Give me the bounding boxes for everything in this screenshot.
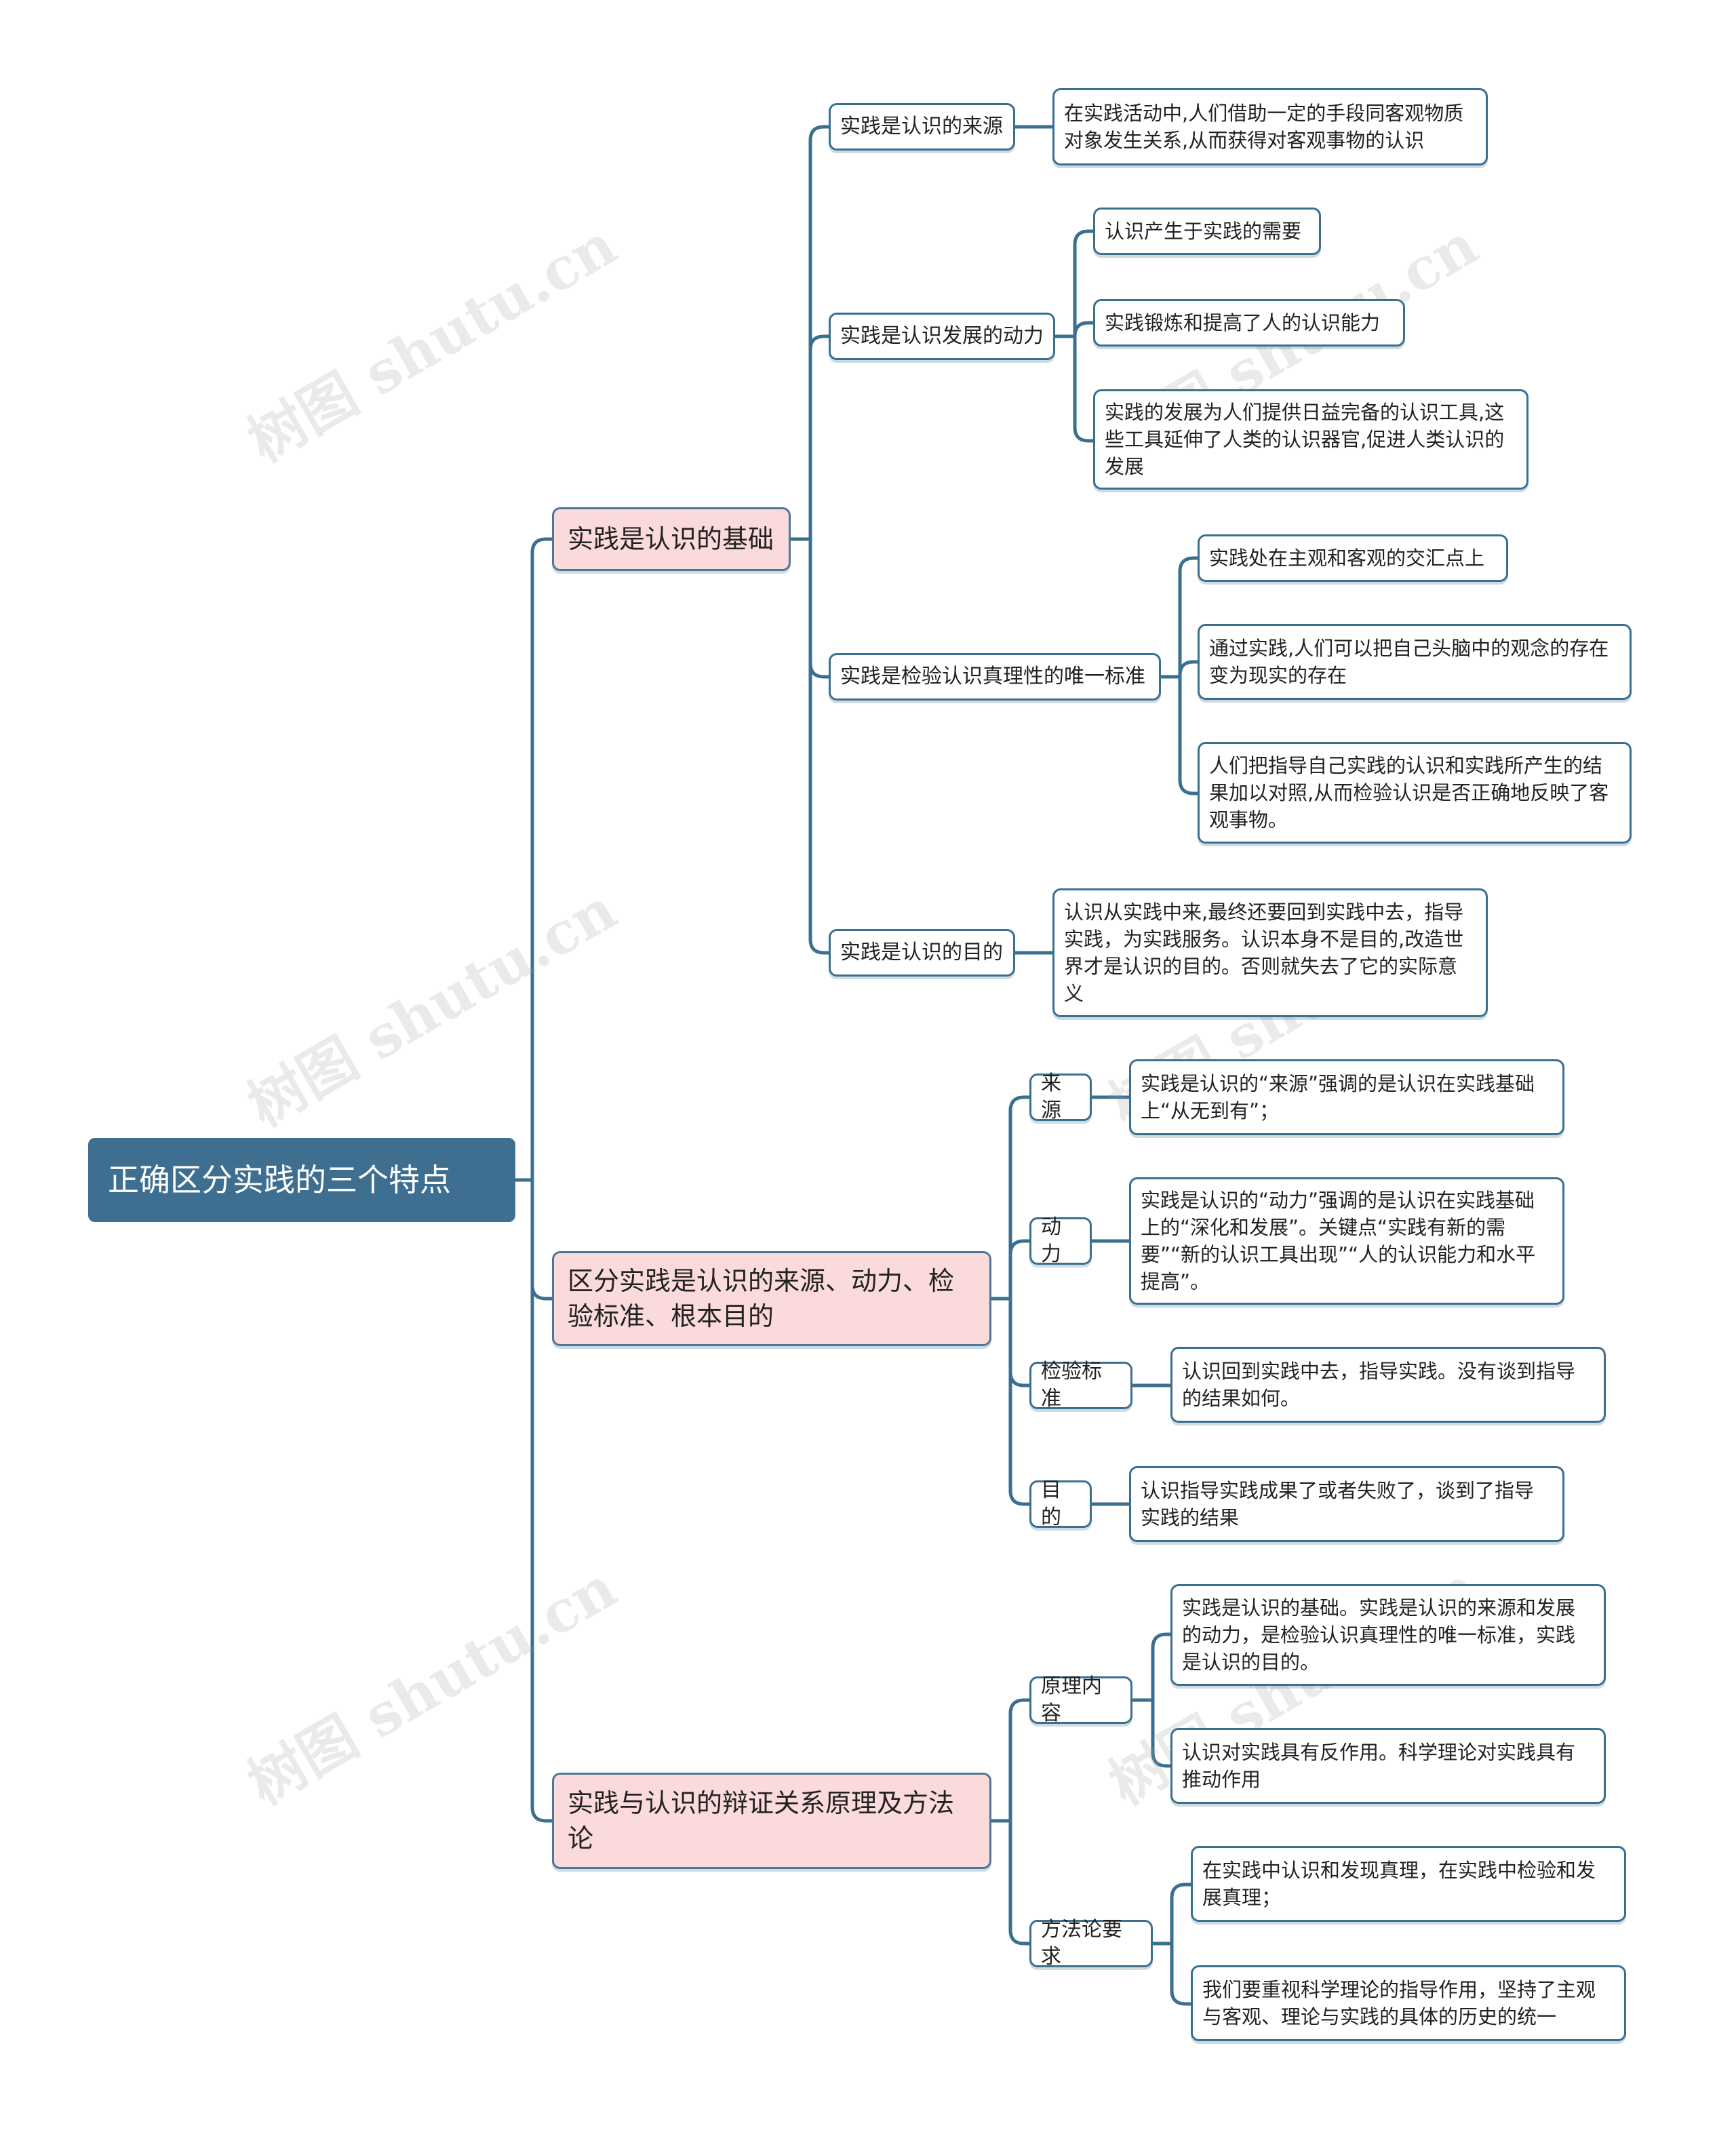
link-b1-c1: [789, 125, 831, 541]
leaf-method-truth[interactable]: 在实践中认识和发现真理，在实践中检验和发展真理；: [1191, 1846, 1626, 1922]
topic-methodology[interactable]: 方法论要求: [1029, 1918, 1153, 1969]
link-b3c1-l2: [1151, 1698, 1172, 1768]
link-b1-c2: [808, 334, 831, 541]
topic-label: 来源: [1041, 1071, 1061, 1122]
topic-label: 动力: [1041, 1215, 1061, 1266]
leaf-source-from-nothing[interactable]: 实践是认识的“来源”强调的是认识在实践基础上“从无到有”；: [1129, 1059, 1564, 1135]
branch-distinguish[interactable]: 区分实践是认识的来源、动力、检验标准、根本目的: [552, 1251, 991, 1346]
link-b1c3-l2: [1178, 660, 1200, 679]
link-b1c3-l3: [1178, 675, 1200, 795]
link-root-b3: [513, 1178, 555, 1823]
leaf-force-tools[interactable]: 实践的发展为人们提供日益完备的认识工具,这些工具延伸了人类的认识器官,促进人类认…: [1093, 389, 1528, 490]
topic-purpose-short[interactable]: 目的: [1029, 1478, 1092, 1529]
leaf-text: 实践是认识的“动力”强调的是认识在实践基础上的“深化和发展”。关键点“实践有新的…: [1141, 1189, 1536, 1293]
leaf-text: 认识对实践具有反作用。科学理论对实践具有推动作用: [1182, 1741, 1576, 1791]
leaf-standard-guide[interactable]: 认识回到实践中去，指导实践。没有谈到指导的结果如何。: [1170, 1347, 1606, 1423]
topic-label: 实践是认识的来源: [840, 115, 1003, 138]
leaf-purpose-detail[interactable]: 认识从实践中来,最终还要回到实践中去，指导实践，为实践服务。认识本身不是目的,改…: [1052, 888, 1488, 1017]
topic-label: 检验标准: [1041, 1360, 1102, 1411]
link-b1c3-l1: [1159, 556, 1200, 679]
topic-purpose[interactable]: 实践是认识的目的: [829, 929, 1015, 977]
root-topic[interactable]: 正确区分实践的三个特点: [88, 1138, 515, 1222]
leaf-purpose-result[interactable]: 认识指导实践成果了或者失败了，谈到了指导实践的结果: [1129, 1466, 1564, 1542]
leaf-text: 实践是认识的基础。实践是认识的来源和发展的动力，是检验认识真理性的唯一标准，实践…: [1182, 1596, 1576, 1674]
topic-label: 实践是检验认识真理性的唯一标准: [840, 665, 1145, 688]
link-b2-c1: [989, 1095, 1031, 1301]
leaf-force-deepen[interactable]: 实践是认识的“动力”强调的是认识在实践基础上的“深化和发展”。关键点“实践有新的…: [1129, 1177, 1564, 1305]
link-b3-c2: [1008, 1819, 1031, 1946]
branch-label: 实践是认识的基础: [568, 524, 774, 554]
leaf-text: 实践锻炼和提高了人的认识能力: [1105, 311, 1381, 334]
branch-practice-basis[interactable]: 实践是认识的基础: [552, 507, 791, 571]
link-b3c2-l2: [1170, 1942, 1193, 2006]
leaf-standard-compare[interactable]: 人们把指导自己实践的认识和实践所产生的结果加以对照,从而检验认识是否正确地反映了…: [1198, 742, 1632, 844]
link-b1-c3: [808, 537, 831, 679]
topic-label: 实践是认识的目的: [840, 941, 1003, 964]
link-b3c1-l1: [1130, 1632, 1172, 1702]
topic-label: 原理内容: [1041, 1674, 1102, 1725]
link-b1c2-l1: [1053, 229, 1095, 338]
link-b1-c4: [808, 537, 831, 955]
leaf-text: 我们要重视科学理论的指导作用，坚持了主观与客观、理论与实践的具体的历史的统一: [1202, 1978, 1596, 2028]
topic-only-standard[interactable]: 实践是检验认识真理性的唯一标准: [829, 653, 1161, 701]
leaf-text: 实践是认识的“来源”强调的是认识在实践基础上“从无到有”；: [1141, 1072, 1535, 1122]
leaf-text: 实践的发展为人们提供日益完备的认识工具,这些工具延伸了人类的认识器官,促进人类认…: [1105, 401, 1505, 478]
leaf-source-detail[interactable]: 在实践活动中,人们借助一定的手段同客观物质对象发生关系,从而获得对客观事物的认识: [1052, 88, 1488, 165]
topic-label: 方法论要求: [1041, 1918, 1122, 1969]
leaf-text: 认识从实践中来,最终还要回到实践中去，指导实践，为实践服务。认识本身不是目的,改…: [1064, 901, 1464, 1005]
branch-label: 区分实践是认识的来源、动力、检验标准、根本目的: [568, 1266, 955, 1331]
topic-principle[interactable]: 原理内容: [1029, 1674, 1132, 1725]
leaf-text: 认识产生于实践的需要: [1105, 220, 1302, 243]
link-b2-c4: [1008, 1297, 1031, 1506]
link-b2-c2: [1008, 1239, 1031, 1301]
leaf-text: 认识指导实践成果了或者失败了，谈到了指导实践的结果: [1141, 1479, 1535, 1529]
topic-source[interactable]: 实践是认识的来源: [829, 103, 1015, 151]
link-b3-c1: [989, 1698, 1031, 1823]
topic-standard-short[interactable]: 检验标准: [1029, 1360, 1132, 1411]
topic-force-short[interactable]: 动力: [1029, 1215, 1092, 1266]
topic-source-short[interactable]: 来源: [1029, 1071, 1092, 1122]
leaf-standard-realize[interactable]: 通过实践,人们可以把自己头脑中的观念的存在变为现实的存在: [1198, 624, 1632, 700]
link-root-b1: [513, 537, 555, 1182]
leaf-force-need[interactable]: 认识产生于实践的需要: [1093, 208, 1321, 255]
link-b1c2-l3: [1073, 334, 1095, 443]
link-b3c2-l1: [1151, 1883, 1193, 1946]
topic-label: 目的: [1041, 1478, 1061, 1529]
branch-dialectic[interactable]: 实践与认识的辩证关系原理及方法论: [552, 1773, 991, 1869]
topic-label: 实践是认识发展的动力: [840, 324, 1044, 348]
leaf-text: 人们把指导自己实践的认识和实践所产生的结果加以对照,从而检验认识是否正确地反映了…: [1209, 754, 1609, 831]
leaf-text: 实践处在主观和客观的交汇点上: [1209, 547, 1485, 570]
link-b2-c3: [1008, 1297, 1031, 1387]
leaf-principle-reaction[interactable]: 认识对实践具有反作用。科学理论对实践具有推动作用: [1170, 1728, 1606, 1804]
leaf-method-unity[interactable]: 我们要重视科学理论的指导作用，坚持了主观与客观、理论与实践的具体的历史的统一: [1191, 1965, 1626, 2041]
leaf-text: 在实践活动中,人们借助一定的手段同客观物质对象发生关系,从而获得对客观事物的认识: [1064, 102, 1464, 152]
root-topic-label: 正确区分实践的三个特点: [108, 1162, 451, 1198]
branch-label: 实践与认识的辩证关系原理及方法论: [568, 1788, 955, 1853]
leaf-force-ability[interactable]: 实践锻炼和提高了人的认识能力: [1093, 299, 1405, 347]
leaf-text: 认识回到实践中去，指导实践。没有谈到指导的结果如何。: [1182, 1360, 1576, 1410]
leaf-standard-junction[interactable]: 实践处在主观和客观的交汇点上: [1198, 534, 1508, 582]
topic-driving-force[interactable]: 实践是认识发展的动力: [829, 313, 1055, 360]
leaf-text: 通过实践,人们可以把自己头脑中的观念的存在变为现实的存在: [1209, 637, 1609, 687]
link-b1c2-l2: [1073, 321, 1095, 338]
leaf-principle-basis[interactable]: 实践是认识的基础。实践是认识的来源和发展的动力，是检验认识真理性的唯一标准，实践…: [1170, 1584, 1606, 1686]
leaf-text: 在实践中认识和发现真理，在实践中检验和发展真理；: [1202, 1859, 1596, 1909]
